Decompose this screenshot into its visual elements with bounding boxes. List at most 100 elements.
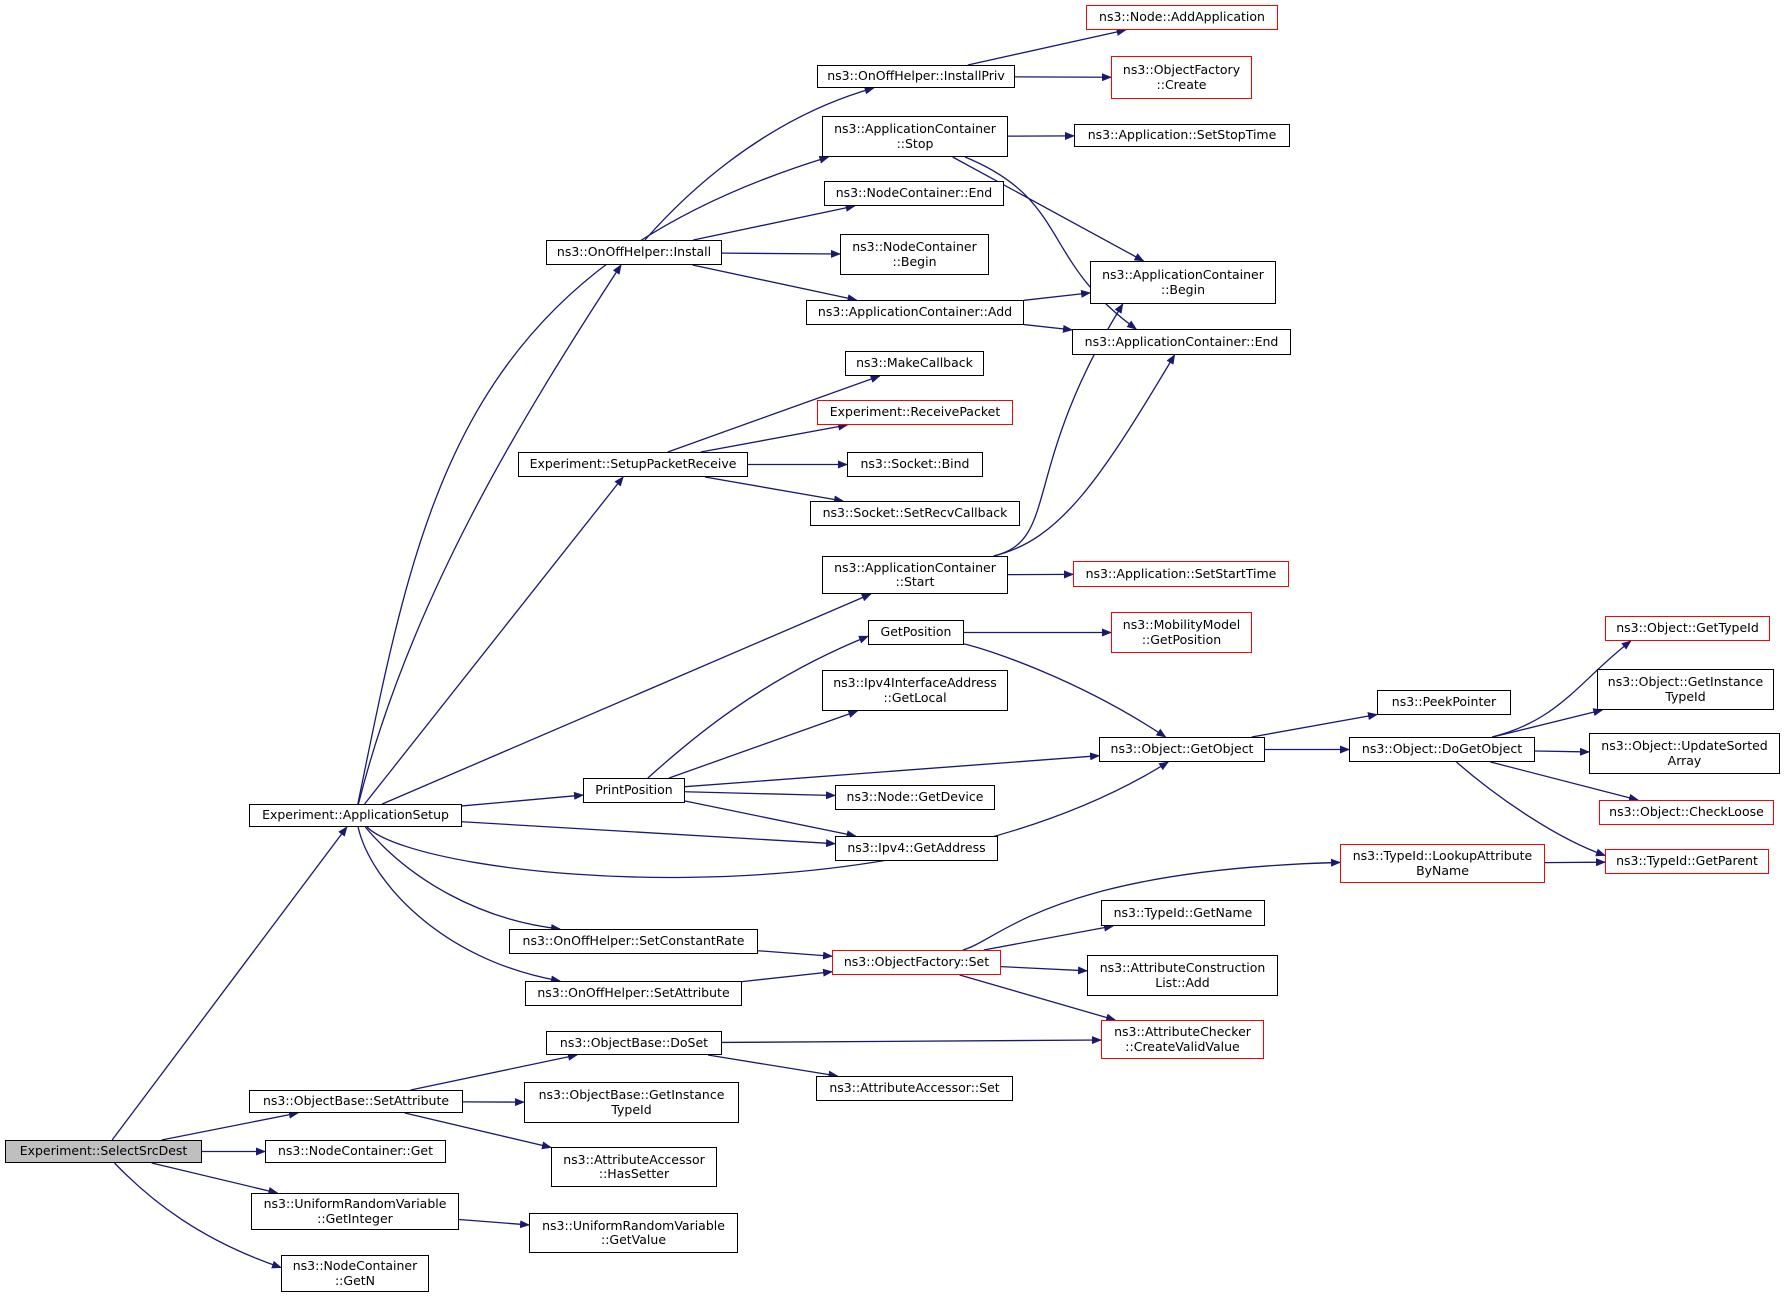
edge-onoff_install-to-onoff_installpriv	[644, 86, 875, 241]
edge-appcont_start-to-appcont_begin	[993, 303, 1124, 557]
edge-app_setup-to-appcont_stop	[357, 155, 830, 805]
node-object-checkloose[interactable]: ns3::Object::CheckLoose	[1599, 800, 1774, 825]
edge-app_setup-to-appcont_start	[381, 593, 872, 805]
node-node-addapplication[interactable]: ns3::Node::AddApplication	[1086, 5, 1278, 30]
edge-select_src_dest-to-urv_getinteger	[151, 1162, 279, 1195]
edge-app_setup-to-onoff_install	[357, 264, 622, 805]
edge-exp_setuppacketreceive-to-makecallback	[667, 375, 881, 453]
node-makecallback[interactable]: ns3::MakeCallback	[845, 351, 984, 376]
edge-printposition-to-ipv4ifaddr_getlocal	[668, 710, 859, 779]
edge-app_setup-to-onoff_setconstantrate	[364, 826, 561, 932]
edge-object_dogetobject-to-object_checkloose	[1490, 761, 1639, 802]
node-ipv4interfaceaddress-getlocal[interactable]: ns3::Ipv4InterfaceAddress ::GetLocal	[822, 670, 1008, 711]
node-applicationcontainer-add[interactable]: ns3::ApplicationContainer::Add	[806, 300, 1024, 325]
edge-urv_getinteger-to-urv_getvalue	[458, 1218, 530, 1229]
node-ipv4-getaddress[interactable]: ns3::Ipv4::GetAddress	[835, 836, 998, 861]
edge-object_dogetobject-to-typeid_getparent	[1455, 761, 1606, 857]
node-node-getdevice[interactable]: ns3::Node::GetDevice	[835, 785, 995, 810]
node-typeid-getname[interactable]: ns3::TypeId::GetName	[1101, 900, 1265, 926]
node-experiment-setuppacketreceive[interactable]: Experiment::SetupPacketReceive	[518, 452, 748, 477]
edge-objfactory_set-to-typeid_lookupattr	[962, 858, 1341, 951]
node-typeid-lookupattributebyname[interactable]: ns3::TypeId::LookupAttribute ByName	[1340, 844, 1545, 883]
edge-printposition-to-ipv4_getaddress	[684, 800, 857, 839]
edge-onoff_install-to-nodecont_begin	[721, 249, 841, 258]
node-attributechecker-createvalidvalue[interactable]: ns3::AttributeChecker ::CreateValidValue	[1101, 1020, 1264, 1059]
node-application-setstarttime[interactable]: ns3::Application::SetStartTime	[1073, 561, 1289, 587]
edge-object_dogetobject-to-object_getinstancetypeid	[1492, 708, 1604, 738]
node-socket-setrecvcallback[interactable]: ns3::Socket::SetRecvCallback	[810, 501, 1020, 526]
node-object-getinstancetypeid[interactable]: ns3::Object::GetInstance TypeId	[1597, 669, 1774, 710]
node-mobilitymodel-getposition[interactable]: ns3::MobilityModel ::GetPosition	[1111, 612, 1252, 653]
node-objectfactory-create[interactable]: ns3::ObjectFactory ::Create	[1111, 56, 1252, 99]
node-objectbase-setattribute[interactable]: ns3::ObjectBase::SetAttribute	[249, 1090, 463, 1113]
node-typeid-getparent[interactable]: ns3::TypeId::GetParent	[1605, 849, 1769, 874]
node-experiment-receivepacket[interactable]: Experiment::ReceivePacket	[817, 400, 1013, 425]
node-experiment-selectsrcdest: Experiment::SelectSrcDest	[5, 1140, 202, 1163]
edge-appcont_stop-to-appcont_begin	[952, 156, 1145, 262]
node-nodecontainer-begin[interactable]: ns3::NodeContainer ::Begin	[840, 234, 989, 275]
edge-select_src_dest-to-nodecont_getn	[114, 1162, 282, 1269]
node-socket-bind[interactable]: ns3::Socket::Bind	[847, 452, 983, 477]
edge-printposition-to-getposition	[647, 635, 869, 779]
edge-app_setup-to-exp_setuppacketreceive	[364, 476, 624, 805]
node-attributeaccessor-hassetter[interactable]: ns3::AttributeAccessor ::HasSetter	[551, 1147, 717, 1187]
edge-exp_setuppacketreceive-to-exp_receivepacket	[700, 422, 849, 453]
node-nodecontainer-getn[interactable]: ns3::NodeContainer ::GetN	[281, 1255, 429, 1292]
node-nodecontainer-get[interactable]: ns3::NodeContainer::Get	[265, 1140, 446, 1163]
edge-getposition-to-object_getobject	[963, 643, 1167, 738]
node-objectfactory-set[interactable]: ns3::ObjectFactory::Set	[832, 950, 1001, 975]
edge-onoff_installpriv-to-node_addapp	[967, 28, 1127, 66]
node-nodecontainer-end[interactable]: ns3::NodeContainer::End	[824, 181, 1004, 206]
node-application-setstoptime[interactable]: ns3::Application::SetStopTime	[1074, 124, 1290, 147]
edge-app_setup-to-object_getobject	[366, 761, 1170, 879]
edge-app_setup-to-printposition	[461, 791, 584, 807]
node-onoffhelper-install[interactable]: ns3::OnOffHelper::Install	[546, 240, 722, 265]
node-objectbase-doset[interactable]: ns3::ObjectBase::DoSet	[546, 1031, 722, 1055]
node-onoffhelper-setattribute[interactable]: ns3::OnOffHelper::SetAttribute	[525, 981, 742, 1006]
edge-objbase_doset-to-attraccessor_set	[707, 1054, 839, 1079]
edge-onoff_install-to-nodecont_end	[693, 203, 856, 241]
edge-objfactory_set-to-attrchecker_createvalid	[959, 974, 1117, 1022]
edge-onoff_setconstantrate-to-objfactory_set	[757, 950, 833, 960]
edge-app_setup-to-onoff_setattribute	[357, 826, 561, 984]
node-uniformrandomvariable-getvalue[interactable]: ns3::UniformRandomVariable ::GetValue	[529, 1213, 738, 1253]
node-uniformrandomvariable-getinteger[interactable]: ns3::UniformRandomVariable ::GetInteger	[251, 1193, 459, 1230]
node-onoffhelper-setconstantrate[interactable]: ns3::OnOffHelper::SetConstantRate	[509, 929, 758, 954]
edge-onoff_install-to-appcont_add	[692, 264, 858, 303]
node-printposition[interactable]: PrintPosition	[583, 778, 685, 803]
node-getposition[interactable]: GetPosition	[868, 620, 964, 645]
edge-object_dogetobject-to-object_updatesortedarray	[1534, 747, 1590, 756]
node-object-getobject[interactable]: ns3::Object::GetObject	[1099, 737, 1265, 762]
edge-objfactory_set-to-attrconstr_add	[1000, 965, 1088, 975]
node-attributeaccessor-set[interactable]: ns3::AttributeAccessor::Set	[816, 1076, 1013, 1101]
edge-select_src_dest-to-objbase_setattr	[161, 1110, 299, 1141]
node-peekpointer[interactable]: ns3::PeekPointer	[1377, 690, 1511, 715]
node-applicationcontainer-stop[interactable]: ns3::ApplicationContainer ::Stop	[822, 116, 1008, 157]
edge-appcont_start-to-appcont_end	[993, 354, 1176, 557]
edge-object_getobject-to-peekpointer	[1251, 712, 1378, 738]
edge-objfactory_set-to-typeid_getname	[983, 923, 1114, 951]
node-object-updatesortedarray[interactable]: ns3::Object::UpdateSorted Array	[1589, 733, 1780, 774]
node-object-gettypeid[interactable]: ns3::Object::GetTypeId	[1605, 616, 1770, 641]
node-objectbase-getinstancetypeid[interactable]: ns3::ObjectBase::GetInstance TypeId	[524, 1082, 739, 1123]
edge-printposition-to-object_getobject	[684, 752, 1100, 788]
node-applicationcontainer-begin[interactable]: ns3::ApplicationContainer ::Begin	[1090, 261, 1276, 304]
node-object-dogetobject[interactable]: ns3::Object::DoGetObject	[1349, 737, 1535, 762]
edge-objbase_setattr-to-attraccessor_hassetter	[404, 1112, 552, 1150]
edge-app_setup-to-ipv4_getaddress	[461, 821, 836, 848]
node-applicationcontainer-end[interactable]: ns3::ApplicationContainer::End	[1072, 329, 1291, 355]
node-onoffhelper-installpriv[interactable]: ns3::OnOffHelper::InstallPriv	[817, 65, 1015, 88]
edge-objbase_doset-to-attrchecker_createvalid	[721, 1036, 1102, 1045]
edge-select_src_dest-to-app_setup	[111, 826, 348, 1141]
edge-printposition-to-node_getdevice	[684, 791, 836, 800]
edge-appcont_add-to-appcont_end	[1023, 323, 1073, 333]
edge-onoff_setattribute-to-objfactory_set	[741, 968, 833, 983]
edge-exp_setuppacketreceive-to-socket_setrecvcallback	[704, 476, 845, 504]
edge-object_dogetobject-to-object_gettypeid	[1491, 640, 1632, 738]
edge-objbase_setattr-to-objbase_doset	[410, 1052, 578, 1091]
edge-appcont_add-to-appcont_begin	[1023, 289, 1091, 301]
node-applicationcontainer-start[interactable]: ns3::ApplicationContainer ::Start	[822, 556, 1008, 594]
node-attributeconstructionlist-add[interactable]: ns3::AttributeConstruction List::Add	[1087, 955, 1278, 996]
node-experiment-applicationsetup[interactable]: Experiment::ApplicationSetup	[249, 804, 462, 827]
